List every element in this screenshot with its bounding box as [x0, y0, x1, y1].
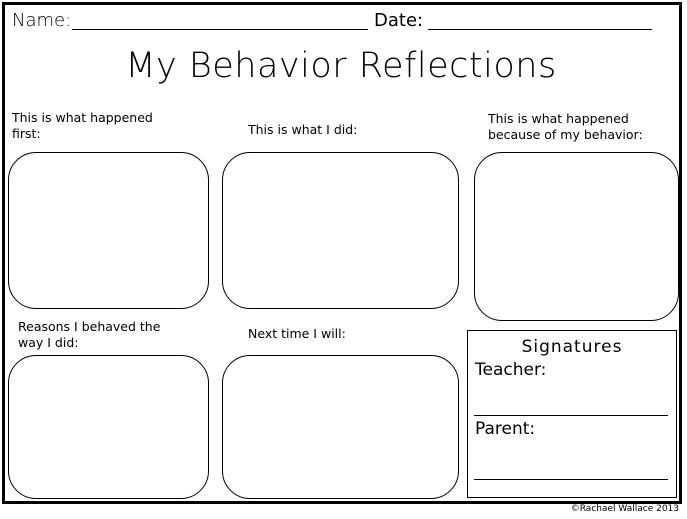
signatures-box: Signatures Teacher: Parent:: [467, 330, 677, 498]
answer-box-did[interactable]: [222, 152, 459, 309]
section-label-because: This is what happened because of my beha…: [488, 111, 643, 142]
parent-signature-line[interactable]: [474, 459, 668, 480]
answer-box-reasons[interactable]: [8, 355, 209, 499]
answer-box-because[interactable]: [474, 152, 679, 321]
copyright-footer: ©Rachael Wallace 2013: [570, 504, 679, 514]
name-field[interactable]: [72, 12, 368, 30]
section-label-next-time: Next time I will:: [248, 326, 346, 341]
parent-label: Parent:: [475, 419, 536, 439]
page-title: My Behavior Reflections: [125, 46, 557, 86]
name-label: Name:: [12, 10, 72, 31]
answer-box-next-time[interactable]: [222, 355, 459, 499]
section-label-first: This is what happened first:: [12, 110, 153, 141]
date-label: Date:: [374, 10, 424, 31]
date-field[interactable]: [428, 12, 652, 30]
signatures-title: Signatures: [521, 337, 623, 357]
section-label-did: This is what I did:: [248, 122, 358, 137]
teacher-signature-line[interactable]: [474, 395, 668, 416]
teacher-label: Teacher:: [475, 360, 547, 380]
worksheet-border: [2, 2, 682, 504]
answer-box-first[interactable]: [8, 152, 209, 309]
section-label-reasons: Reasons I behaved the way I did:: [18, 319, 161, 350]
